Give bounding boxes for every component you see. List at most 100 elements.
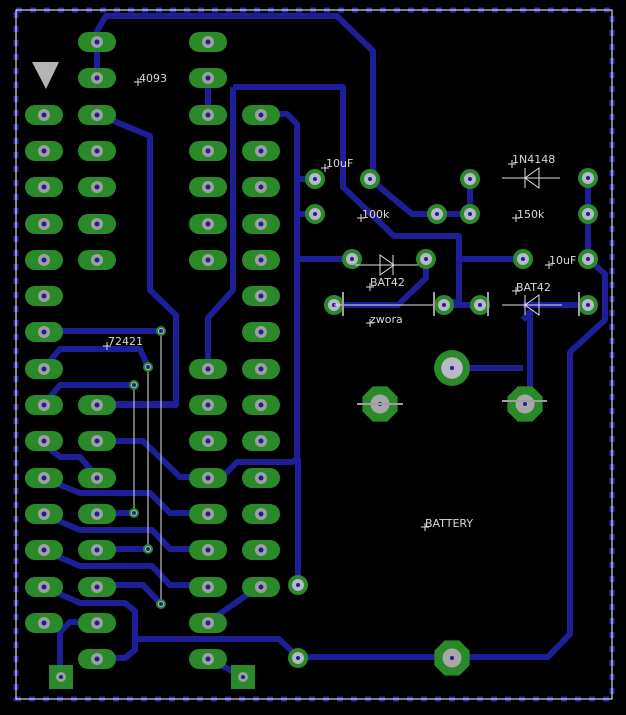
pad-colA-16 (25, 613, 63, 633)
pad-drill (94, 584, 100, 590)
pad-colC-0 (189, 32, 227, 52)
pad-drill (205, 184, 211, 190)
pad-drill (132, 511, 136, 515)
pad-colB-13 (78, 504, 116, 524)
pad-colB-14 (78, 540, 116, 560)
pad-colB-12 (78, 468, 116, 488)
label-battery[interactable]: BATTERY (421, 517, 473, 531)
pad-drill (478, 303, 482, 307)
pad-drill (205, 438, 211, 444)
pad-drill (258, 112, 264, 118)
label-d3[interactable]: BAT42 (512, 281, 551, 295)
pad-drill (41, 511, 47, 517)
pad-colC-2 (189, 105, 227, 125)
pad-drill (94, 148, 100, 154)
pad-colB-5 (78, 214, 116, 234)
pad-colC-4 (189, 177, 227, 197)
pad-drill (241, 675, 245, 679)
pad-drill (350, 257, 354, 261)
pad-discrete-10 (416, 249, 436, 269)
pad-colC-13 (189, 504, 227, 524)
pad-drill (424, 257, 428, 261)
pad-drill (586, 257, 590, 261)
label-d2-text: BAT42 (370, 276, 405, 289)
pad-drill (205, 656, 211, 662)
pad-drill (586, 212, 590, 216)
pad-drill (258, 329, 264, 335)
pad-colA-12 (25, 468, 63, 488)
pad-discrete-13 (288, 648, 308, 668)
pads (25, 32, 598, 689)
pad-discrete-3 (427, 204, 447, 224)
airwires (133, 331, 162, 604)
pad-drill (205, 257, 211, 263)
via-5 (156, 599, 166, 609)
pad-drill (205, 475, 211, 481)
pad-drill (442, 303, 446, 307)
label-r2[interactable]: 150k (512, 208, 545, 222)
pad-colC-6 (189, 250, 227, 270)
pad-colA-13 (25, 504, 63, 524)
pad-colA-2 (25, 105, 63, 125)
pad-colA-3 (25, 141, 63, 161)
label-ic1[interactable]: 4093 (134, 72, 167, 86)
trace-32 (38, 546, 208, 588)
copper-traces (38, 13, 608, 680)
pad-drill (146, 365, 150, 369)
pad-square-left (49, 665, 73, 689)
label-r1[interactable]: 100k (357, 208, 390, 222)
pad-drill (94, 511, 100, 517)
trace-13 (205, 87, 236, 369)
pad-colC-11 (189, 431, 227, 451)
pad-colC-5 (189, 214, 227, 234)
pad-drill (296, 656, 300, 660)
trace-14 (368, 176, 470, 217)
pad-drill (313, 212, 317, 216)
pad-drill (41, 584, 47, 590)
pad-discrete-5 (460, 169, 480, 189)
pad-discrete-2 (360, 169, 380, 189)
pad-colA-11 (25, 431, 63, 451)
pad-colB-17 (78, 649, 116, 669)
pad-jumper-2 (470, 295, 490, 315)
label-battery-text: BATTERY (425, 517, 473, 530)
pad-discrete-9 (342, 249, 362, 269)
pad-drill (586, 303, 590, 307)
pad-colD-12 (242, 468, 280, 488)
label-d1[interactable]: 1N4148 (508, 153, 555, 168)
pad-discrete-7 (578, 204, 598, 224)
trace-20 (520, 309, 533, 404)
pad-drill (450, 366, 454, 370)
label-c1-text: 10uF (326, 157, 353, 170)
pad-drill (258, 438, 264, 444)
trace-25 (41, 346, 151, 370)
pad-colD-3 (242, 141, 280, 161)
pad-colB-16 (78, 613, 116, 633)
trace-30 (38, 474, 208, 516)
pad-colD-10 (242, 395, 280, 415)
label-jumper[interactable]: zwora (366, 313, 403, 327)
label-r1-text: 100k (362, 208, 390, 221)
label-c1[interactable]: 10uF (321, 157, 353, 172)
pad-colA-4 (25, 177, 63, 197)
pad-colB-11 (78, 431, 116, 451)
pad-drill (205, 148, 211, 154)
diode-symbol-d1 (502, 167, 560, 189)
pad-drill (313, 177, 317, 181)
pad-colD-7 (242, 286, 280, 306)
pad-drill (258, 584, 264, 590)
pad-drill (205, 112, 211, 118)
pad-colC-14 (189, 540, 227, 560)
pad-drill (205, 547, 211, 553)
label-d2[interactable]: BAT42 (366, 276, 405, 291)
pad-colD-11 (242, 431, 280, 451)
pad-drill (41, 547, 47, 553)
board-outline (13, 7, 615, 702)
pad-drill (94, 656, 100, 662)
pad-colD-15 (242, 577, 280, 597)
label-c2[interactable]: 10uF (545, 254, 576, 269)
pad-drill (41, 366, 47, 372)
label-ic2[interactable]: 72421 (103, 335, 143, 350)
pad-drill (205, 620, 211, 626)
